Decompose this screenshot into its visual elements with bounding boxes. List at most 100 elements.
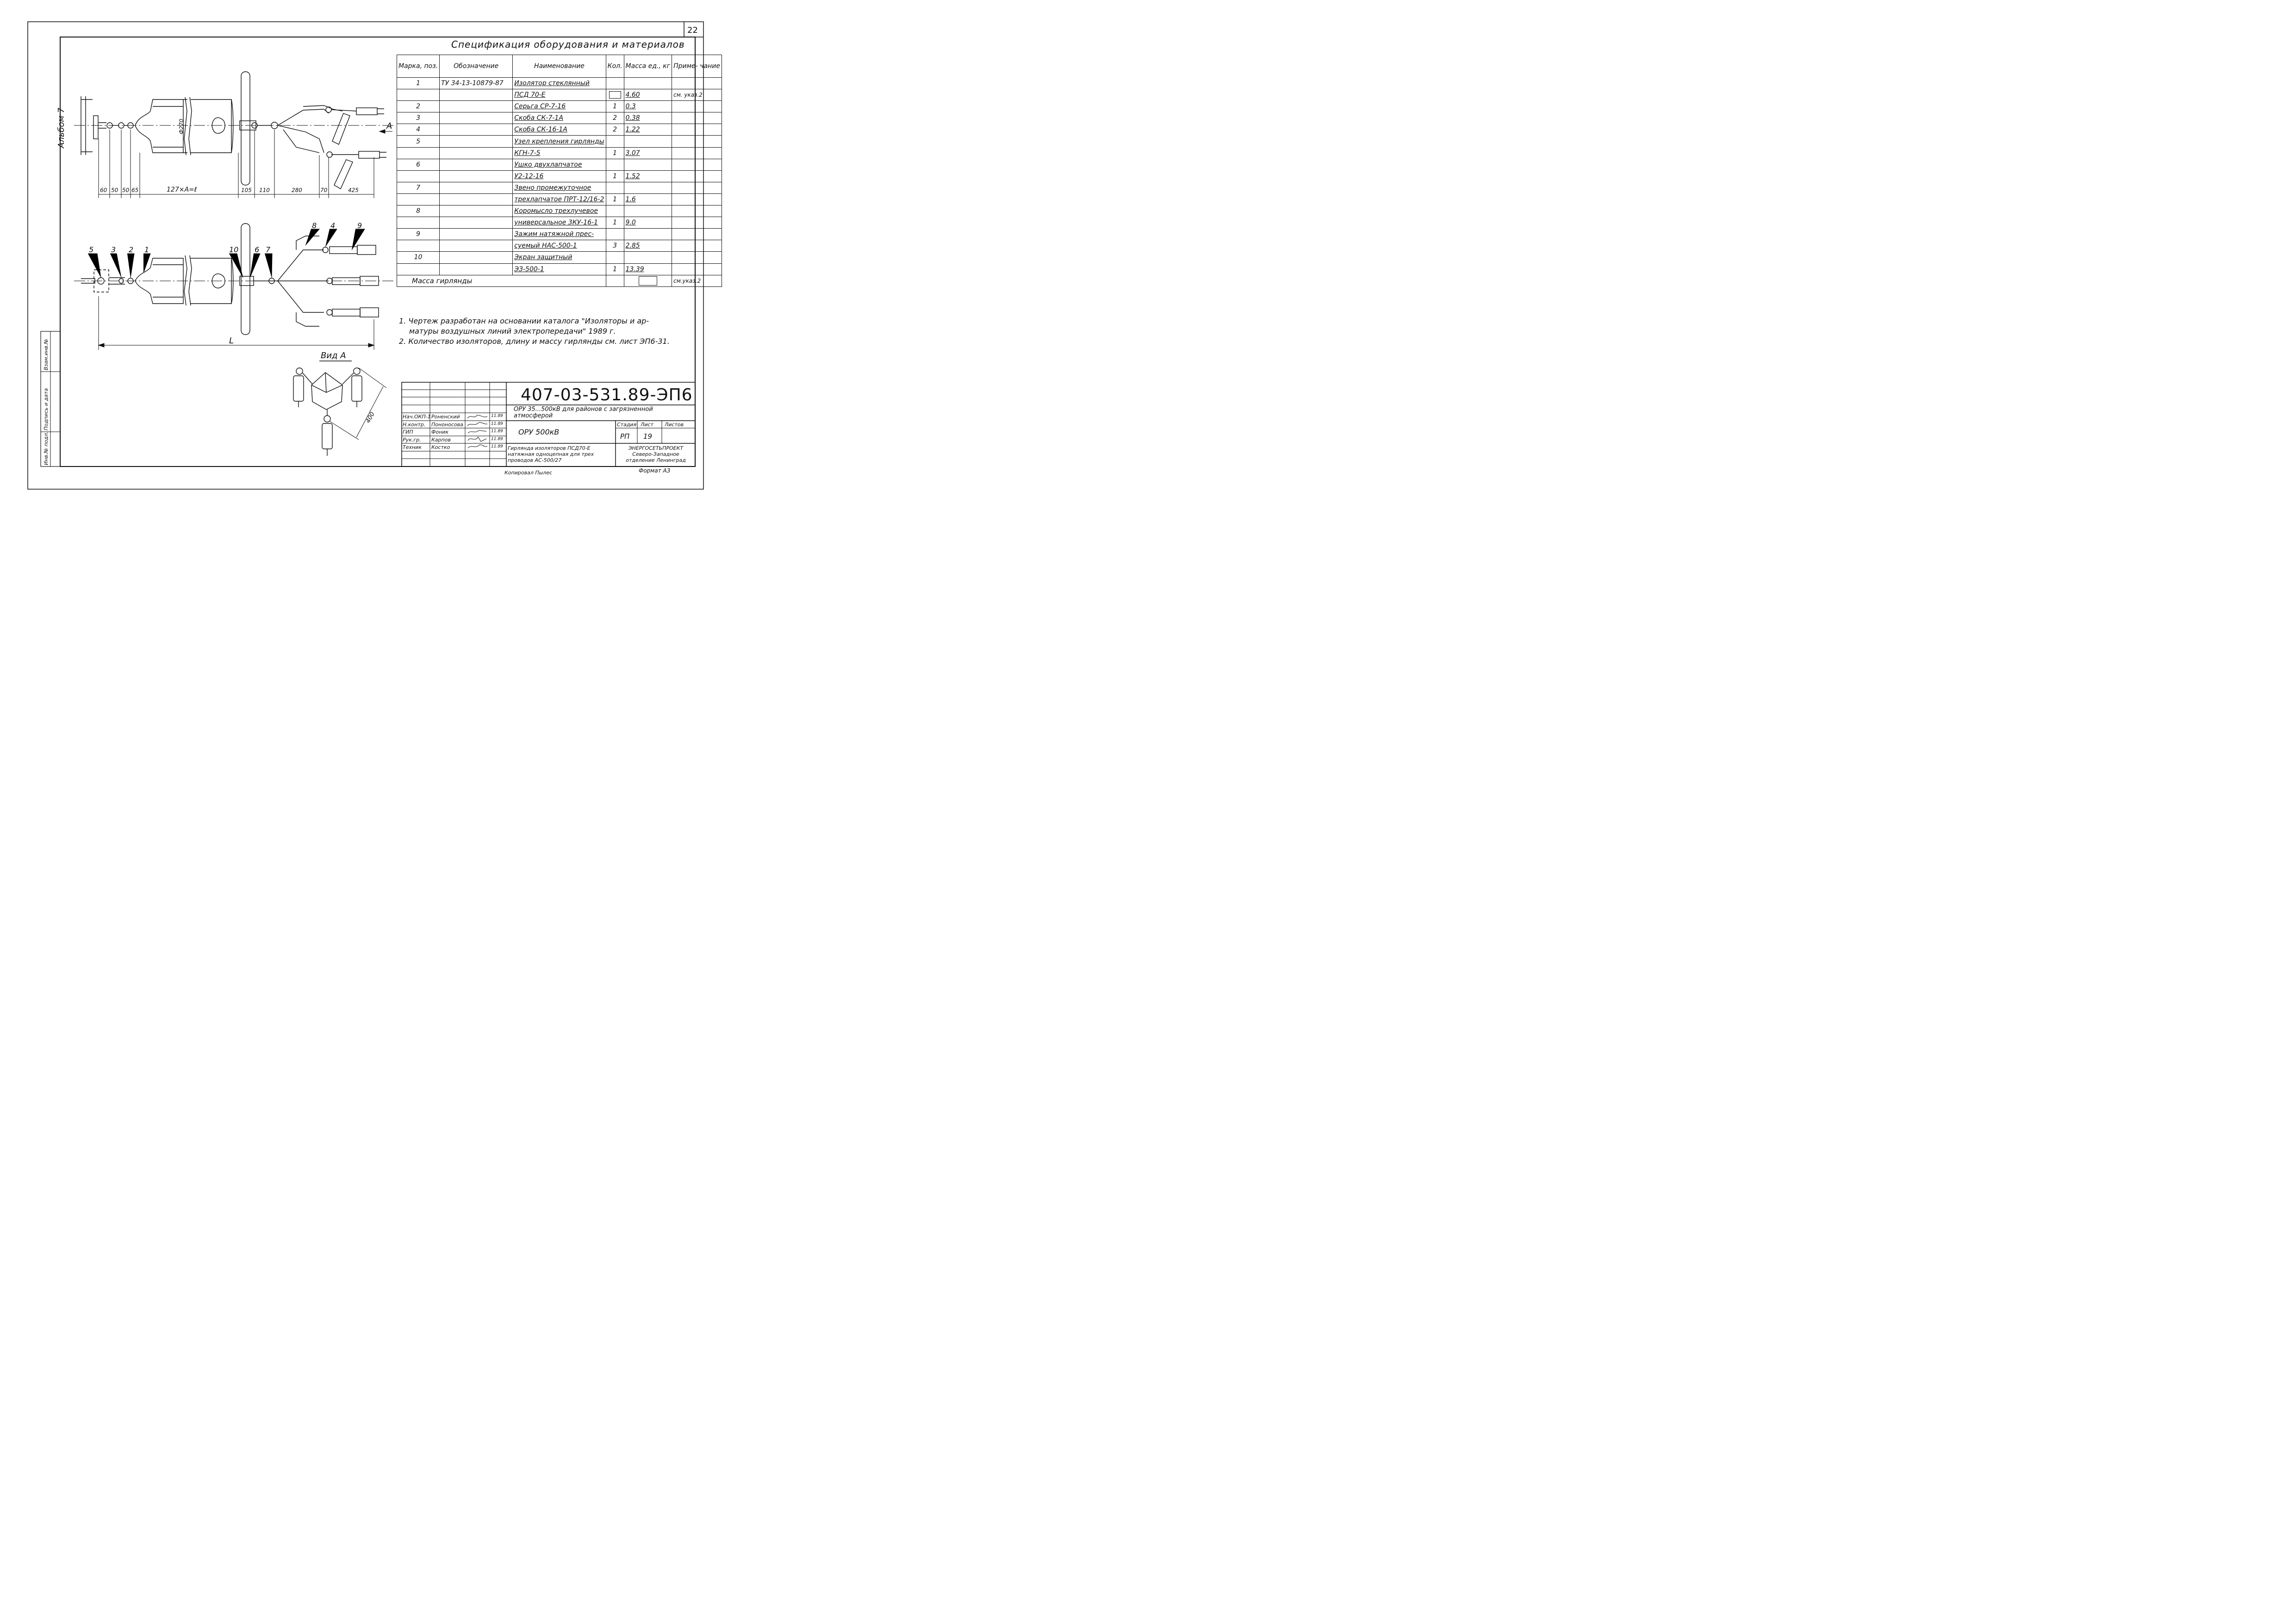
header-mark: Марка, поз. bbox=[396, 55, 440, 78]
spec-qty: 1 bbox=[605, 193, 624, 206]
person-name: Фоник bbox=[431, 429, 449, 435]
note-line: матуры воздушных линий электропередачи" … bbox=[409, 327, 616, 336]
spec-name: Звено промежуточное bbox=[512, 181, 606, 194]
spec-mass bbox=[623, 251, 672, 264]
spec-qty bbox=[605, 181, 624, 194]
bottom-dimensions bbox=[88, 229, 375, 350]
person-name: Карпов bbox=[431, 437, 451, 443]
side-stamp bbox=[40, 331, 61, 467]
spec-designation bbox=[439, 217, 513, 229]
format-label: Формат А3 bbox=[639, 467, 671, 474]
header-qty: Кол. bbox=[605, 55, 624, 78]
spec-designation bbox=[439, 170, 513, 182]
diameter-label: Ф270 bbox=[178, 118, 185, 134]
spec-designation bbox=[439, 240, 513, 252]
spec-pos bbox=[396, 170, 440, 182]
view-arrow-label: А bbox=[386, 121, 392, 131]
spec-mass bbox=[623, 205, 672, 218]
dim-label: 60 bbox=[100, 187, 107, 193]
callout: 5 bbox=[89, 245, 94, 254]
side-stamp-replace: Взам.инв.№ bbox=[43, 339, 49, 370]
dim-label: 425 bbox=[348, 187, 359, 193]
spec-qty: 1 bbox=[605, 100, 624, 113]
spec-designation bbox=[439, 158, 513, 171]
stage-value: РП bbox=[620, 432, 630, 441]
title-block-grid bbox=[401, 382, 696, 467]
spec-mass bbox=[623, 181, 672, 194]
spec-name: Скоба СК-7-1А bbox=[512, 112, 606, 124]
spec-name: У2-12-16 bbox=[512, 170, 606, 182]
sheet-label: Лист bbox=[641, 422, 653, 428]
spec-qty: 1 bbox=[605, 170, 624, 182]
spec-pos bbox=[396, 240, 440, 252]
spec-qty: 1 bbox=[605, 147, 624, 159]
spec-mass: 9.0 bbox=[623, 217, 672, 229]
spec-note bbox=[672, 263, 722, 275]
spec-qty bbox=[605, 205, 624, 218]
side-stamp-signature: Подпись и дата bbox=[43, 388, 49, 430]
spec-pos bbox=[396, 193, 440, 206]
dim-label: 110 bbox=[259, 187, 270, 193]
spec-name: Экран защитный bbox=[512, 251, 606, 264]
spec-note bbox=[672, 124, 722, 136]
spec-note bbox=[672, 135, 722, 148]
spec-table: Марка, поз. Обозначение Наименование Кол… bbox=[396, 55, 722, 287]
spec-qty: 2 bbox=[605, 112, 624, 124]
album-label: Альбом 7 bbox=[56, 107, 66, 148]
spec-name: Узел крепления гирлянды bbox=[512, 135, 606, 148]
dim-label: 50 bbox=[111, 187, 118, 193]
spec-qty: 1 bbox=[605, 263, 624, 275]
spec-pos: 10 bbox=[396, 251, 440, 264]
bottom-view bbox=[74, 223, 393, 335]
object-name: ОРУ 35...500кВ для районов с загрязненно… bbox=[514, 406, 653, 419]
role-label: Техник bbox=[403, 444, 422, 450]
spec-note bbox=[672, 100, 722, 113]
spec-pos bbox=[396, 147, 440, 159]
spec-mass bbox=[623, 135, 672, 148]
spec-name: КГН-7-5 bbox=[512, 147, 606, 159]
length-label: L bbox=[229, 336, 234, 346]
spec-qty: 1 bbox=[605, 217, 624, 229]
spec-designation: ТУ 34-13-10879-87 bbox=[439, 77, 513, 90]
role-label: Н.контр. bbox=[403, 422, 426, 428]
dim-label: 105 bbox=[241, 187, 252, 193]
spec-note bbox=[672, 112, 722, 124]
header-designation: Обозначение bbox=[439, 55, 513, 78]
spec-note bbox=[672, 193, 722, 206]
spec-mass: 1.52 bbox=[623, 170, 672, 182]
view-a-title: Вид А bbox=[321, 351, 346, 361]
spec-note bbox=[672, 158, 722, 171]
dim-label: 70 bbox=[320, 187, 328, 193]
spec-name: Изолятор стеклянный bbox=[512, 77, 606, 90]
spec-mass: 1.6 bbox=[623, 193, 672, 206]
header-note: Приме- чание bbox=[672, 55, 722, 78]
spec-mass: 4.60 bbox=[623, 89, 672, 101]
note-line: 2. Количество изоляторов, длину и массу … bbox=[399, 337, 670, 346]
drawing-sheet bbox=[27, 21, 704, 490]
spec-name: Коромысло трехлучевое bbox=[512, 205, 606, 218]
callout: 2 bbox=[129, 245, 134, 254]
sheets-label: Листов bbox=[665, 422, 684, 428]
spec-qty bbox=[605, 135, 624, 148]
view-a bbox=[293, 361, 387, 456]
spec-pos: 3 bbox=[396, 112, 440, 124]
spec-pos: 6 bbox=[396, 158, 440, 171]
copied-by: Копировал Пылес bbox=[504, 470, 553, 476]
spec-mass: 13.39 bbox=[623, 263, 672, 275]
spec-mass bbox=[623, 77, 672, 90]
header-mass: Масса ед., кг bbox=[623, 55, 672, 78]
spec-qty: 3 bbox=[605, 240, 624, 252]
drawing-code: 407-03-531.89-ЭП6 bbox=[521, 386, 693, 404]
person-name: Костко bbox=[431, 444, 450, 450]
spec-row: 10 Экран защитный bbox=[396, 251, 722, 264]
sheet-value: 19 bbox=[643, 432, 653, 441]
sheet-number: 22 bbox=[687, 25, 698, 35]
